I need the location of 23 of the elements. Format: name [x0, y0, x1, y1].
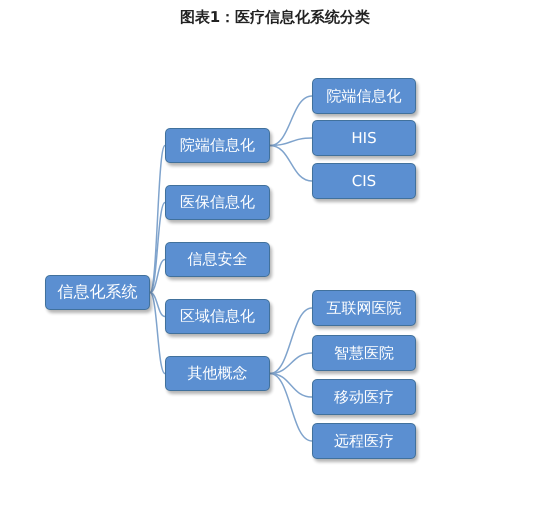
connector-line — [270, 372, 312, 442]
category-box: HIS — [312, 120, 416, 156]
connector-line — [150, 258, 166, 294]
category-box: 信息安全 — [165, 242, 270, 277]
connector-line — [149, 202, 166, 294]
category-box: 其他概念 — [165, 356, 270, 391]
title: 图表1：医疗信息化系统分类 — [178, 8, 372, 27]
category-box: 移动医疗 — [312, 379, 416, 415]
connector-line — [270, 144, 312, 182]
category-box: 区域信息化 — [165, 299, 270, 334]
connector-line — [150, 292, 166, 318]
category-box: 院端信息化 — [165, 128, 270, 163]
category-box: 信息化系统 — [45, 275, 150, 310]
category-box: 院端信息化 — [312, 78, 416, 114]
category-box: 医保信息化 — [165, 185, 270, 220]
connector-line — [149, 145, 166, 293]
connector-line — [270, 352, 312, 374]
connector-line — [150, 292, 166, 374]
category-box: 智慧医院 — [312, 335, 416, 371]
connector-line — [270, 137, 312, 146]
category-box: CIS — [312, 163, 416, 199]
category-box: 互联网医院 — [312, 290, 416, 326]
category-box: 远程医疗 — [312, 423, 416, 459]
